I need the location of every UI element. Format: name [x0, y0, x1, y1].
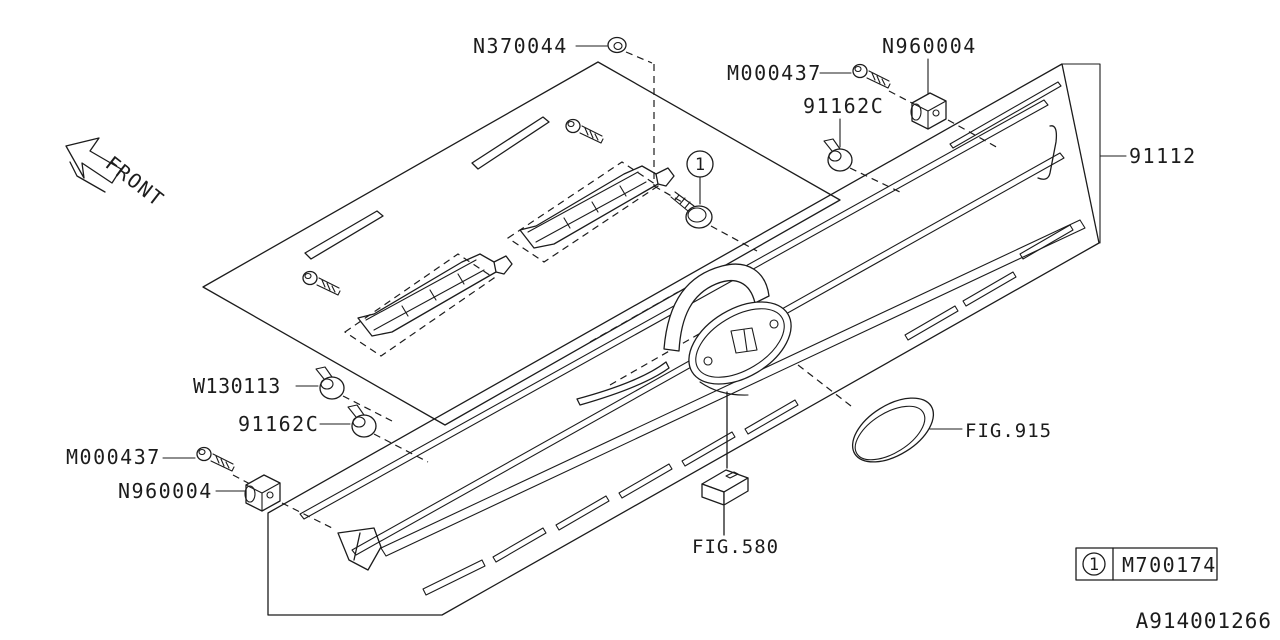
front-arrow-icon: [65, 137, 122, 193]
drawing-id: A914001266: [1136, 609, 1272, 633]
bolt-icon: [196, 446, 235, 472]
front-label: FRONT: [101, 151, 169, 212]
part-label-n960004-lower[interactable]: N960004: [118, 479, 213, 503]
nut-icon: [607, 36, 627, 54]
grommet-icon: [315, 366, 345, 400]
clip-icon: [244, 474, 281, 512]
connector-fig580: [701, 391, 749, 536]
backing-panel-strips: [304, 116, 550, 260]
legend-box: 1 M700174: [1075, 547, 1218, 581]
leader-lines: [162, 45, 1127, 492]
fig-ref-915[interactable]: FIG.915: [965, 420, 1052, 442]
part-label-w130113[interactable]: W130113: [193, 374, 281, 398]
part-label-91162c-lower[interactable]: 91162C: [238, 412, 319, 436]
part-label-91162c-upper[interactable]: 91162C: [803, 94, 884, 118]
fig-ref-580[interactable]: FIG.580: [692, 536, 779, 558]
screw-icon: [302, 270, 341, 296]
part-label-m000437-lower[interactable]: M000437: [66, 445, 161, 469]
grommet-icon: [823, 138, 853, 172]
emblem-mount: [576, 263, 792, 406]
legend-marker: 1: [1089, 555, 1099, 575]
grille-moldings: [299, 81, 1086, 571]
part-label-m000437-upper[interactable]: M000437: [727, 61, 822, 85]
grille-slats: [422, 224, 1074, 596]
emblem-fig915: [851, 397, 935, 463]
callout-marker-1: 1: [686, 150, 714, 178]
callout-marker-1-text: 1: [695, 155, 705, 175]
backing-panel-outline: [202, 61, 841, 426]
part-label-91112[interactable]: 91112: [1129, 144, 1197, 168]
grille-outline: [267, 63, 1100, 616]
legend-part-number[interactable]: M700174: [1122, 553, 1217, 577]
dashed-alignment-lines: [232, 51, 1001, 530]
grommet-icon: [347, 404, 377, 438]
grille-vane-right: [519, 165, 675, 249]
grille-vane-left: [357, 253, 513, 337]
part-label-n960004-upper[interactable]: N960004: [882, 34, 977, 58]
part-label-n370044[interactable]: N370044: [473, 34, 568, 58]
emblem-screw-icon: [670, 191, 713, 229]
bolt-icon: [852, 63, 891, 89]
clip-icon: [910, 92, 947, 130]
screw-icon: [565, 118, 604, 144]
